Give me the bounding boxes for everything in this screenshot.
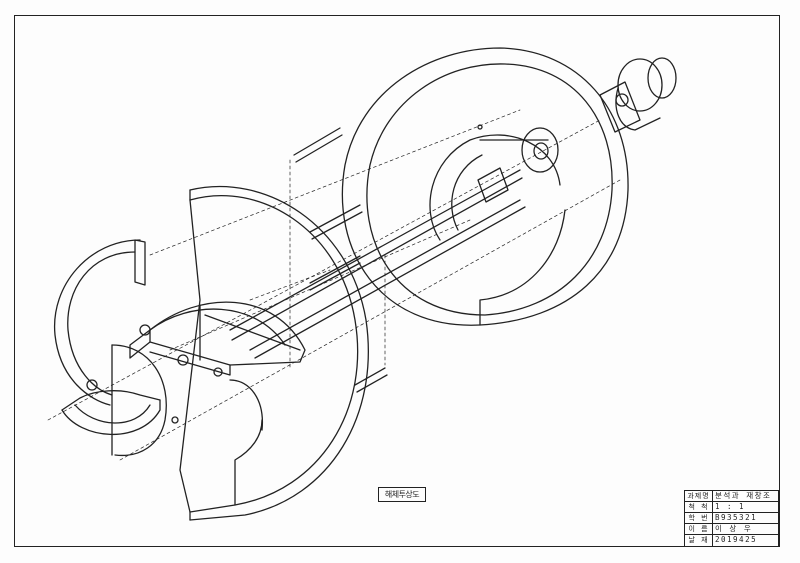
title-block-value: 2019425 [715,535,758,544]
title-block-label: 학 번 [685,513,713,523]
title-block-value: B935321 [715,513,758,522]
title-block: 과제명 분석과 재창조 척 척 1 : 1 학 번 B935321 이 름 이 … [684,490,779,547]
title-block-value: 이 상 우 [715,524,753,533]
middle-disc [179,185,369,521]
shaft-rods [229,127,526,393]
title-block-row: 이 름 이 상 우 [685,524,778,535]
title-block-row: 척 척 1 : 1 [685,502,778,513]
drive-motor [599,57,677,133]
title-block-row: 날 재 2019425 [685,535,778,546]
drawing-caption: 해체투상도 [378,487,426,502]
title-block-row: 학 번 B935321 [685,513,778,524]
title-block-label: 이 름 [685,524,713,534]
title-block-value: 1 : 1 [715,502,746,511]
title-block-row: 과제명 분석과 재창조 [685,491,778,502]
title-block-label: 날 재 [685,535,713,546]
title-block-label: 척 척 [685,502,713,512]
front-blade [129,301,306,376]
title-block-value: 분석과 재창조 [715,491,772,500]
left-arc-part [53,239,146,406]
rear-disc [341,47,629,326]
small-cup [61,324,223,457]
title-block-label: 과제명 [685,491,713,501]
axis-lines [47,109,621,461]
drawing-border [14,15,780,547]
